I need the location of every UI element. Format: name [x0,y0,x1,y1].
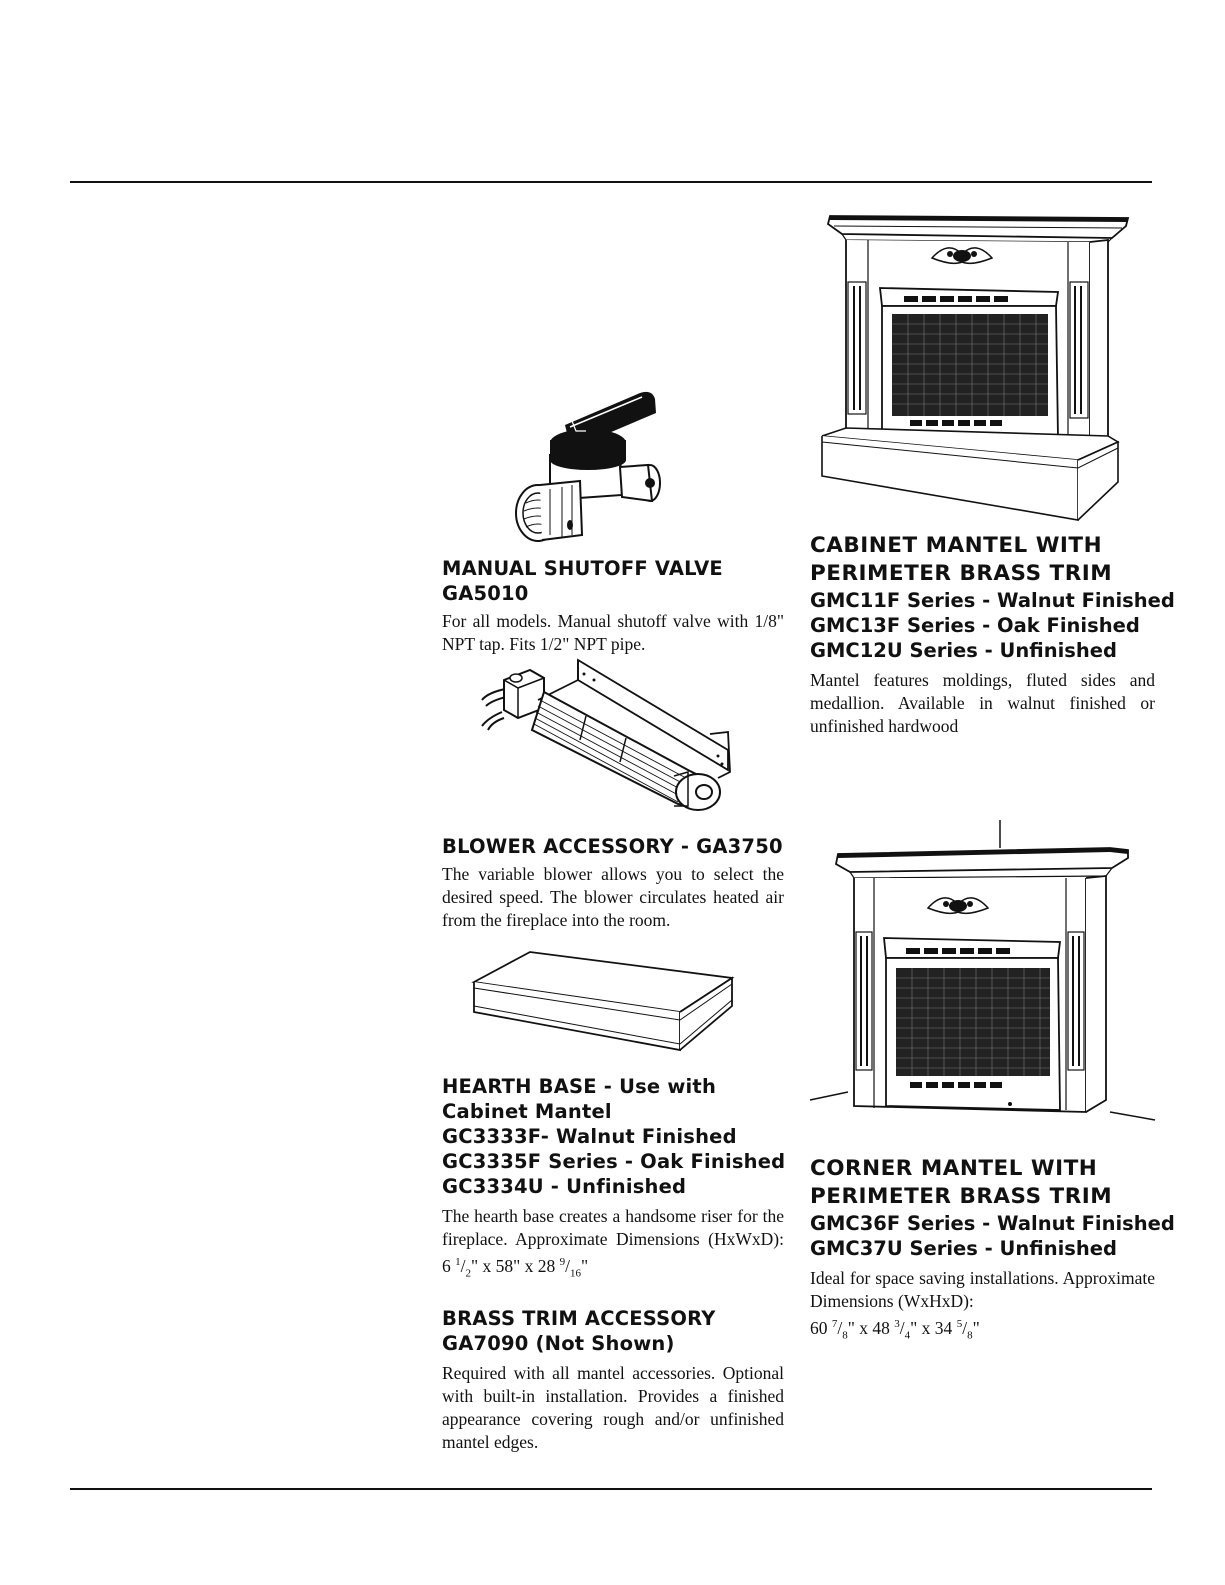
corner-mantel-section: CORNER MANTEL WITH PERIMETER BRASS TRIM … [810,1155,1175,1347]
valve-description: For all models. Manual shutoff valve wit… [442,611,784,654]
corner-dim-num-2: 3 [894,1318,900,1330]
corner-mantel-illustration [809,820,1156,1121]
hearth-series-walnut: GC3333F- Walnut Finished [442,1125,737,1148]
cabinet-mantel-illustration [821,215,1130,521]
corner-series-unfinished: GMC37U Series - Unfinished [810,1237,1117,1260]
cabinet-heading-line-1: CABINET MANTEL WITH [810,533,1103,558]
hearth-dim-den-1: 2 [465,1267,472,1280]
corner-dim-num-1: 7 [831,1318,838,1330]
corner-dim-den-2: 4 [904,1329,911,1342]
hearth-description: The hearth base creates a handsome riser… [442,1206,784,1280]
hearth-heading-line-1: HEARTH BASE - Use with [442,1075,717,1098]
blower-illustration [481,658,731,811]
corner-dim-num-3: 5 [956,1318,963,1330]
corner-dim-end: " [972,1317,980,1338]
cabinet-series-oak: GMC13F Series - Oak Finished [810,614,1140,637]
brass-model: GA7090 (Not Shown) [442,1332,675,1355]
corner-series-walnut: GMC36F Series - Walnut Finished [810,1212,1175,1235]
hearth-series-oak: GC3335F Series - Oak Finished [442,1150,786,1173]
top-rule [70,181,1152,183]
blower-description: The variable blower allows you to select… [442,864,784,930]
shutoff-valve-illustration [515,391,661,542]
hearth-base-illustration [471,951,735,1052]
corner-description-text: Ideal for space saving installations. Ap… [810,1268,1155,1311]
blower-heading: BLOWER ACCESSORY - GA3750 [442,835,783,858]
hearth-dim-num-2: 9 [559,1256,566,1268]
corner-heading-line-2: PERIMETER BRASS TRIM [810,1184,1113,1209]
brass-heading: BRASS TRIM ACCESSORY [442,1307,716,1330]
hearth-description-text: The hearth base creates a handsome riser… [442,1206,784,1276]
corner-dim-2: " x 48 [847,1317,895,1338]
hearth-dim-end: " [581,1255,589,1276]
brass-description: Required with all mantel accessories. Op… [442,1363,784,1452]
corner-dim-1: 60 [810,1317,832,1338]
hearth-dim-mid: " x 58" x 28 [471,1255,560,1276]
hearth-section: HEARTH BASE - Use with Cabinet Mantel GC… [442,1074,786,1285]
cabinet-mantel-section: CABINET MANTEL WITH PERIMETER BRASS TRIM… [810,532,1175,738]
cabinet-series-unfinished: GMC12U Series - Unfinished [810,639,1117,662]
valve-heading-line-1: MANUAL SHUTOFF VALVE [442,557,723,580]
blower-section: BLOWER ACCESSORY - GA3750 The variable b… [442,834,784,932]
valve-section: MANUAL SHUTOFF VALVE GA5010 For all mode… [442,556,784,656]
bottom-rule [70,1488,1152,1490]
corner-description: Ideal for space saving installations. Ap… [810,1268,1155,1342]
hearth-series-unfinished: GC3334U - Unfinished [442,1175,687,1198]
corner-dim-den-1: 8 [842,1329,848,1342]
valve-model: GA5010 [442,582,529,605]
cabinet-description: Mantel features moldings, fluted sides a… [810,670,1155,736]
corner-dim-den-3: 8 [967,1329,973,1342]
corner-dim-3: " x 34 [910,1317,957,1338]
cabinet-heading-line-2: PERIMETER BRASS TRIM [810,561,1113,586]
corner-heading-line-1: CORNER MANTEL WITH [810,1156,1098,1181]
brass-section: BRASS TRIM ACCESSORY GA7090 (Not Shown) … [442,1306,784,1454]
cabinet-series-walnut: GMC11F Series - Walnut Finished [810,589,1175,612]
hearth-heading-line-2: Cabinet Mantel [442,1100,612,1123]
hearth-dim-den-2: 16 [570,1267,582,1280]
hearth-dim-num-1: 1 [455,1256,461,1268]
